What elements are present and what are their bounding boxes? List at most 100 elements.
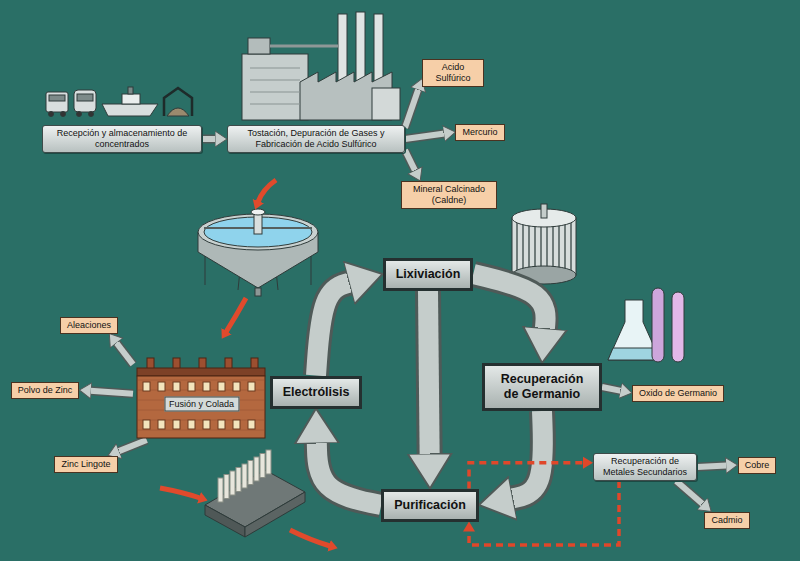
transport-icons [46, 87, 192, 117]
flow-arrow [405, 89, 418, 128]
transport-icons [167, 108, 189, 116]
node-text: Acido Sulfúrico [429, 62, 477, 84]
transport-icons [102, 104, 158, 116]
arrow-body [473, 274, 545, 330]
node-text: Cadmio [711, 515, 742, 526]
building-drawing [158, 420, 165, 429]
flow-arrow [405, 134, 445, 139]
output-box: Zinc Lingote [54, 456, 117, 473]
flow-arrow [90, 391, 133, 394]
node-text: Purificación [394, 498, 466, 513]
building-drawing [233, 420, 240, 429]
node-label: Cobre [745, 460, 770, 471]
smelter-building: Fusión y Colada [133, 356, 270, 440]
arrow-body [428, 291, 430, 456]
roasting-plant [356, 12, 365, 86]
arrow-body [511, 411, 543, 499]
building-drawing [138, 430, 264, 431]
arrow-outline [118, 440, 146, 451]
flow-arrow [202, 139, 216, 140]
flow-arrow [697, 466, 727, 467]
node-label: Zinc Lingote [61, 459, 110, 470]
roasting-plant [374, 14, 383, 86]
flow-arrow [469, 481, 619, 545]
node-text: Recuperación de Germanio [495, 372, 589, 402]
arrow-body [405, 150, 415, 171]
arrow-outline [602, 387, 621, 391]
cycle-box: Recuperación de Germanio [482, 363, 602, 411]
transport-icons [77, 94, 93, 101]
output-box: Cadmio [704, 512, 749, 529]
building-drawing [138, 390, 264, 391]
electrolysis-cell [266, 450, 271, 474]
transport-icons [74, 90, 96, 112]
flow-arrow [473, 274, 545, 330]
node-label: Aleaciones [67, 320, 111, 331]
transport-icons [49, 95, 65, 101]
node-text: Lixiviación [396, 267, 461, 282]
thickener-tank [255, 288, 261, 296]
building-drawing [203, 420, 210, 429]
node-text: Recepción y almacenamiento de concentrad… [49, 128, 195, 150]
building-drawing [158, 382, 165, 391]
output-box: Aleaciones [60, 317, 118, 334]
building-drawing [138, 380, 264, 381]
transport-icons [61, 112, 66, 117]
arrow-body [116, 342, 133, 364]
arrow-outline [90, 391, 133, 394]
node-text: Zinc Lingote [61, 459, 110, 470]
output-box: Cobre [738, 457, 777, 474]
arrow-body [317, 441, 381, 505]
node-text: Cobre [745, 460, 770, 471]
flow-arrow [676, 481, 703, 504]
node-label: Lixiviación [396, 267, 461, 282]
arrow-outline [202, 135, 216, 144]
electrolysis-cell [218, 450, 271, 502]
roasting-plant [338, 14, 347, 86]
node-label: Fusión y Colada [164, 397, 239, 412]
flow-arrow [405, 150, 415, 171]
process-box: Tostación, Depuración de Gases y Fabrica… [227, 125, 405, 153]
leaching-drum [541, 204, 547, 218]
arrow-body [405, 89, 418, 128]
building-drawing [138, 420, 264, 421]
product-box: Mercurio [455, 124, 504, 141]
node-label: Purificación [394, 498, 466, 513]
thickener-tank [251, 209, 265, 215]
transport-icons [46, 92, 68, 112]
electrolysis-cell [254, 457, 259, 481]
arrow-outline [405, 134, 445, 139]
node-label: Recuperación de Germanio [495, 372, 589, 402]
transport-icons [164, 88, 192, 116]
node-text: Mineral Calcinado (Caldne) [408, 184, 490, 206]
input-box: Recepción y almacenamiento de concentrad… [42, 125, 202, 153]
building-drawing [218, 420, 225, 429]
transport-icons [77, 112, 82, 117]
transport-icons [122, 94, 140, 104]
electrolysis-cell [230, 471, 235, 495]
node-label: Electrólisis [283, 385, 350, 400]
arrow-outline [697, 466, 727, 467]
node-text: Aleaciones [67, 320, 111, 331]
electrolysis-cell [248, 461, 253, 485]
arrow-body [316, 282, 351, 375]
flow-arrow [469, 463, 584, 489]
arrow-body [90, 391, 133, 394]
arrow-body [676, 481, 703, 504]
building-drawing [173, 382, 180, 391]
flow-arrow [118, 440, 146, 451]
node-label: Tostación, Depuración de Gases y Fabrica… [234, 128, 398, 150]
arrow-body [405, 134, 445, 139]
arrow-body [202, 136, 216, 142]
arrow-outline [116, 342, 133, 364]
node-text: Mercurio [462, 127, 497, 138]
arrow-outline [405, 150, 415, 171]
roasting-plant [250, 68, 300, 104]
node-text: Fusión y Colada [169, 399, 234, 410]
product-box: Acido Sulfúrico [422, 59, 484, 87]
flow-arrow [116, 342, 133, 364]
node-label: Cadmio [711, 515, 742, 526]
lab-glassware [652, 288, 664, 362]
